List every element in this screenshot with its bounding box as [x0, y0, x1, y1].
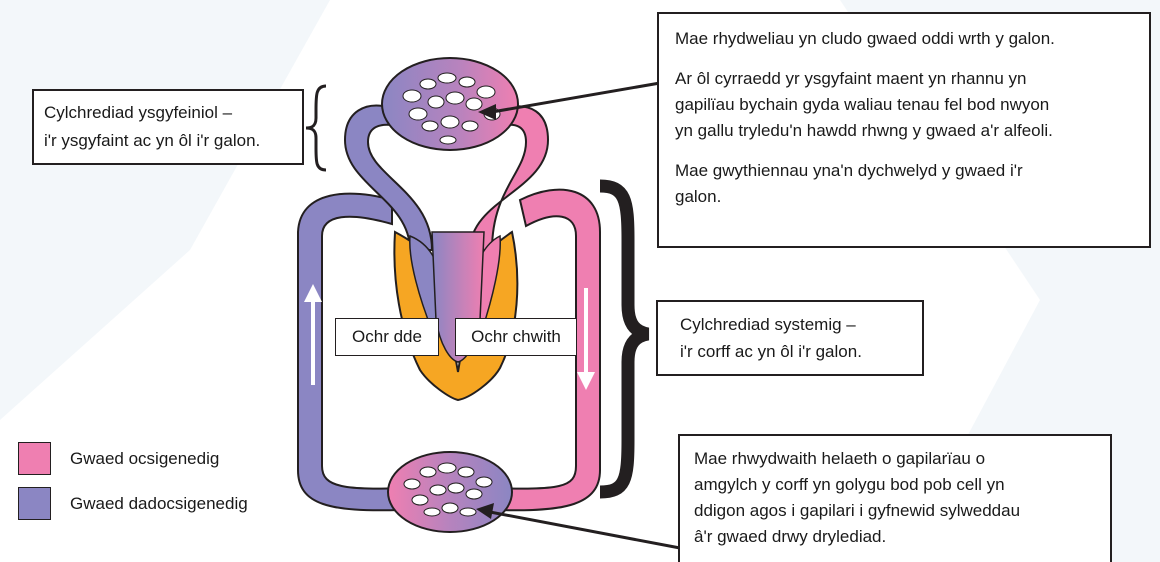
left-side-label: Ochr chwith — [455, 318, 577, 356]
right-side-label: Ochr dde — [335, 318, 439, 356]
pulmonary-label-line1: Cylchrediad ysgyfeiniol – — [44, 99, 292, 127]
body-info-box: Mae rhwydwaith helaeth o gapilarïau o am… — [678, 434, 1112, 562]
lungs-info-p2-line2: gapilïau bychain gyda waliau tenau fel b… — [675, 92, 1133, 118]
body-info-line2: amgylch y corff yn golygu bod pob cell y… — [694, 472, 1096, 498]
body-info-line4: â'r gwaed drwy drylediad. — [694, 524, 1096, 550]
heart — [394, 232, 517, 400]
pulmonary-brace — [306, 86, 326, 170]
pulmonary-label-line2: i'r ysgyfaint ac yn ôl i'r galon. — [44, 127, 292, 155]
body-info-line1: Mae rhwydwaith helaeth o gapilarïau o — [694, 446, 1096, 472]
lungs-info-p3-line1: Mae gwythiennau yna'n dychwelyd y gwaed … — [675, 158, 1133, 184]
lungs-info-p2-line3: yn gallu tryledu'n hawdd rhwng y gwaed a… — [675, 118, 1133, 144]
systemic-brace — [600, 186, 648, 492]
systemic-label-line1: Cylchrediad systemig – — [680, 311, 900, 338]
lungs-info-p2-line1: Ar ôl cyrraedd yr ysgyfaint maent yn rha… — [675, 66, 1133, 92]
lungs-info-p1: Mae rhydweliau yn cludo gwaed oddi wrth … — [675, 26, 1133, 52]
legend-label-oxygenated: Gwaed ocsigenedig — [70, 449, 219, 469]
lungs-info-p3-line2: galon. — [675, 184, 1133, 210]
lungs-info-box: Mae rhydweliau yn cludo gwaed oddi wrth … — [657, 12, 1151, 248]
body-pointer-line — [490, 512, 680, 548]
systemic-label-line2: i'r corff ac yn ôl i'r galon. — [680, 338, 900, 365]
pulmonary-circulation-label: Cylchrediad ysgyfeiniol – i'r ysgyfaint … — [32, 89, 304, 165]
legend-swatch-deoxygenated — [18, 487, 51, 520]
legend-swatch-oxygenated — [18, 442, 51, 475]
body-info-line3: ddigon agos i gapilari i gyfnewid sylwed… — [694, 498, 1096, 524]
legend-label-deoxygenated: Gwaed dadocsigenedig — [70, 494, 248, 514]
systemic-circulation-label: Cylchrediad systemig – i'r corff ac yn ô… — [656, 300, 924, 376]
